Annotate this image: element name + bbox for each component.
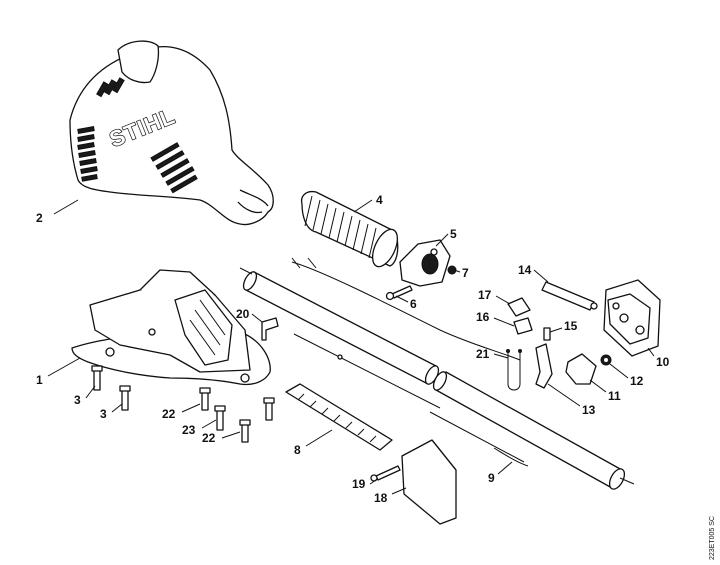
part-19-screw bbox=[370, 465, 401, 482]
callout-1: 1 bbox=[36, 373, 43, 387]
part-13-lever bbox=[535, 343, 553, 389]
part-7-nut bbox=[447, 265, 457, 275]
callout-21: 21 bbox=[476, 347, 490, 361]
callout-20: 20 bbox=[236, 307, 250, 321]
callout-14: 14 bbox=[518, 263, 532, 277]
callout-3b: 3 bbox=[100, 407, 107, 421]
callout-9: 9 bbox=[488, 471, 495, 485]
part-18-cover bbox=[401, 439, 457, 525]
callout-7: 7 bbox=[462, 266, 469, 280]
drive-shaft bbox=[293, 333, 525, 463]
screw-23 bbox=[214, 405, 226, 431]
callout-22a: 22 bbox=[162, 407, 176, 421]
part-12-spring bbox=[600, 354, 612, 366]
screw-3a bbox=[91, 365, 103, 391]
part-20-clip bbox=[261, 317, 279, 341]
callout-17: 17 bbox=[478, 288, 492, 302]
callout-15: 15 bbox=[564, 319, 578, 333]
part-16-slide bbox=[513, 317, 533, 335]
throttle-cable bbox=[291, 261, 521, 361]
leader-lines bbox=[47, 199, 655, 495]
callout-5: 5 bbox=[450, 227, 457, 241]
callout-3a: 3 bbox=[74, 393, 81, 407]
callout-23: 23 bbox=[182, 423, 196, 437]
part-5-clamp bbox=[399, 239, 451, 287]
callout-6: 6 bbox=[410, 297, 417, 311]
drive-tube-lower bbox=[432, 371, 635, 490]
reference-code: 223ET005 SC bbox=[709, 516, 716, 560]
part-10-handle bbox=[603, 279, 661, 357]
callout-8: 8 bbox=[294, 443, 301, 457]
part-1-housing bbox=[71, 269, 271, 386]
callout-19: 19 bbox=[352, 477, 366, 491]
drive-tube-upper bbox=[239, 267, 440, 385]
screw-3b bbox=[119, 385, 131, 411]
part-9-cable-end bbox=[493, 447, 529, 467]
callout-10: 10 bbox=[656, 355, 670, 369]
screw-22b bbox=[239, 419, 251, 443]
screw-housing-right bbox=[263, 397, 275, 421]
part-4-grip bbox=[300, 190, 399, 268]
part-8-guard bbox=[285, 383, 393, 451]
callout-12: 12 bbox=[630, 374, 644, 388]
part-6-screw bbox=[385, 285, 413, 301]
part-15-pin bbox=[543, 327, 551, 341]
part-2-shroud bbox=[69, 40, 274, 226]
part-14-pin bbox=[541, 281, 598, 311]
callout-2: 2 bbox=[36, 211, 43, 225]
callout-22b: 22 bbox=[202, 431, 216, 445]
screw-22a bbox=[199, 387, 211, 411]
part-21-wire bbox=[506, 349, 522, 391]
part-17-lock bbox=[507, 297, 531, 317]
callout-18: 18 bbox=[374, 491, 388, 505]
part-11-trigger bbox=[565, 353, 597, 385]
callout-4: 4 bbox=[376, 193, 383, 207]
callout-11: 11 bbox=[608, 389, 621, 403]
callout-13: 13 bbox=[582, 403, 596, 417]
callout-16: 16 bbox=[476, 310, 490, 324]
